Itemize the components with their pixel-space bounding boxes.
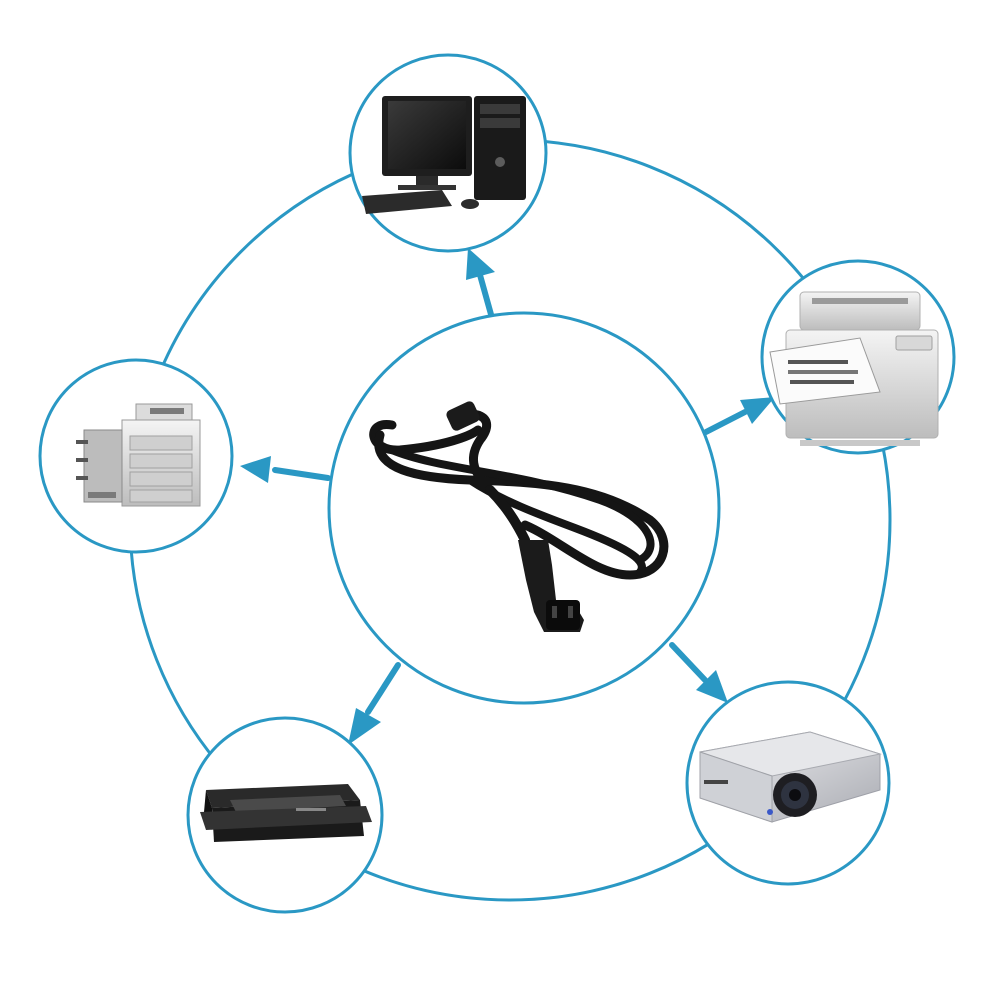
desktop-computer-icon [362, 96, 526, 214]
node-copier [38, 358, 234, 554]
arrow-to-projector [669, 642, 728, 703]
arrow-to-scanner [348, 662, 401, 745]
node-desktop-pc [348, 53, 548, 253]
center-node [327, 311, 721, 705]
node-scanner [186, 716, 384, 914]
cord-plug-top [446, 401, 480, 431]
cord-plug-iec [518, 540, 584, 632]
projector-icon [699, 731, 882, 823]
arrow-to-printer [703, 397, 775, 435]
node-projector [685, 680, 891, 886]
power-cord-icon [369, 409, 669, 580]
office-copier-icon [76, 403, 201, 507]
connection-arrows [240, 248, 775, 745]
arrow-to-desktop-pc [466, 248, 495, 321]
node-printer [760, 259, 956, 455]
flatbed-scanner-icon [200, 784, 372, 842]
printer-icon [769, 291, 939, 446]
arrow-to-copier [240, 456, 331, 483]
